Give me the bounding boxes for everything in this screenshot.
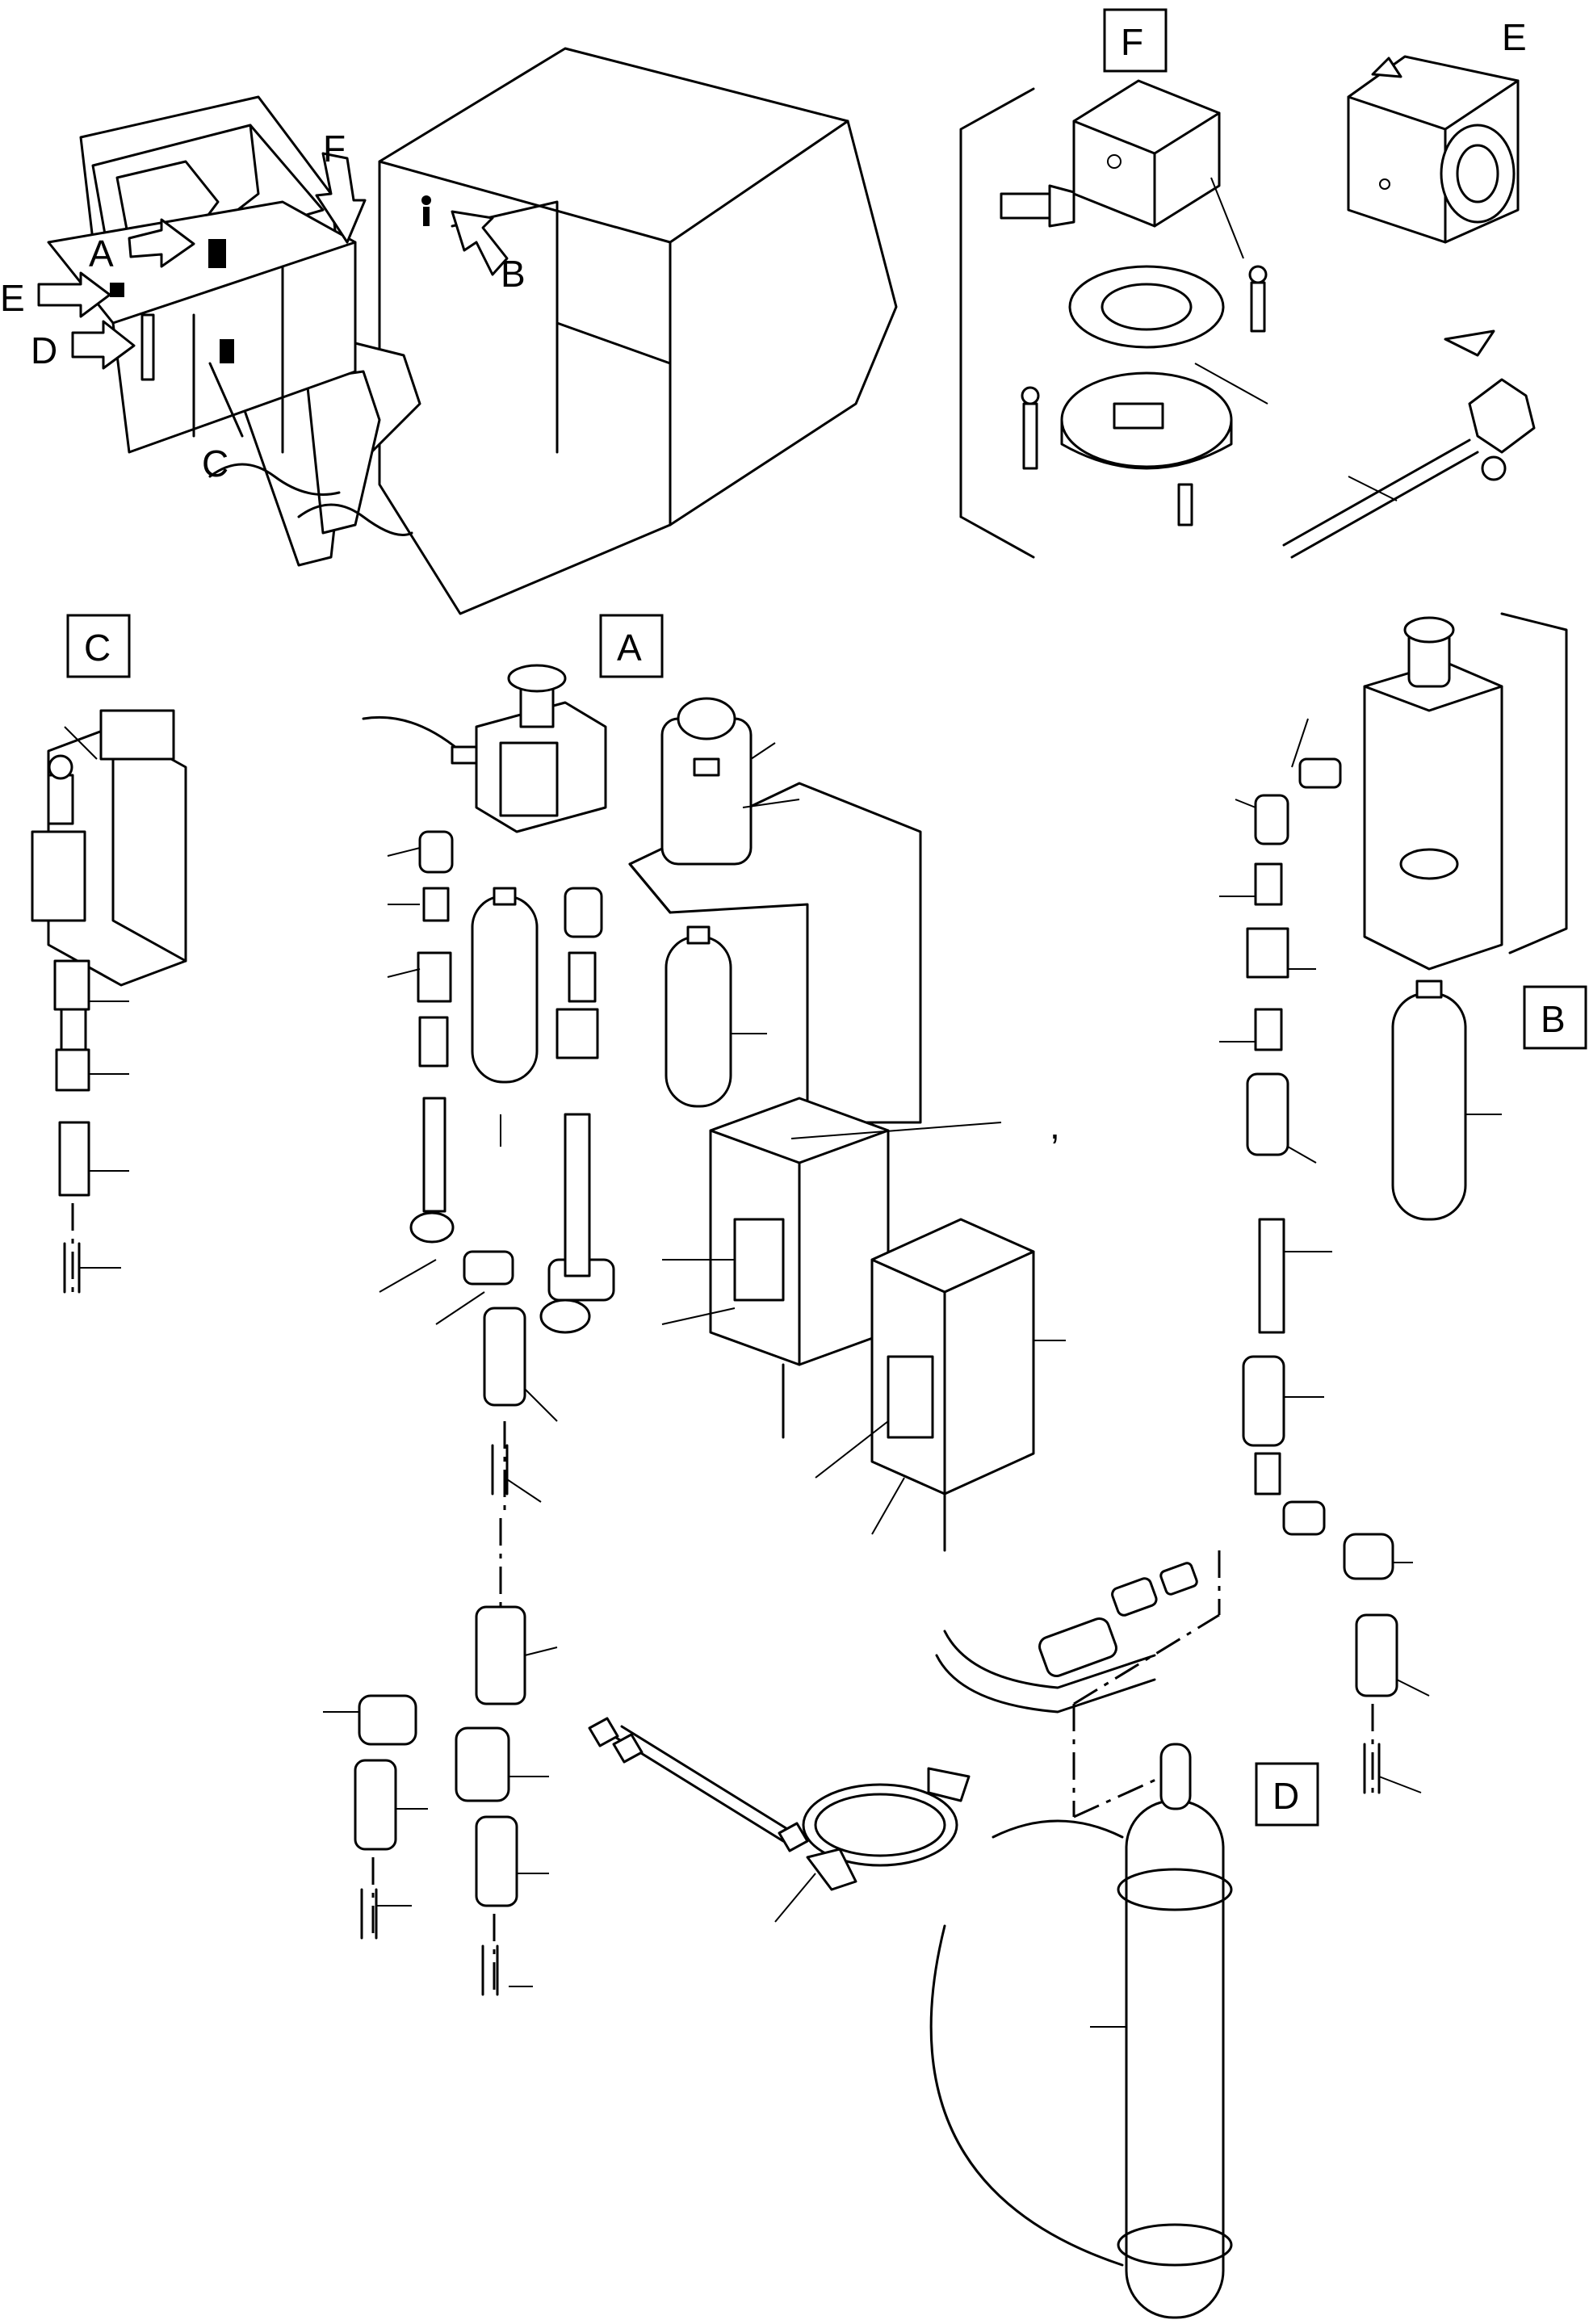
callout-box-d: D <box>1255 1762 1319 1827</box>
machine-label-e: E <box>0 277 25 319</box>
detail-a-assembly <box>323 664 922 1996</box>
callout-label-b: B <box>1541 998 1566 1040</box>
callout-box-b: B <box>1523 985 1587 1050</box>
callout-label-a: A <box>617 627 642 669</box>
arrow-a-icon <box>128 218 195 268</box>
arrow-b-icon <box>451 210 509 276</box>
detail-e-assembly <box>1347 55 1520 244</box>
machine-label-c: C <box>202 443 228 485</box>
person-icon <box>421 195 431 226</box>
detail-b-assembly <box>1219 612 1568 1794</box>
arrow-e-icon <box>37 271 111 318</box>
callout-box-f: F <box>1103 8 1168 73</box>
detail-d-assembly <box>588 1550 1233 2319</box>
detail-f-assembly <box>959 79 1536 559</box>
arrow-d-icon <box>71 320 136 370</box>
control-box-2 <box>815 1218 1066 1552</box>
machine-label-d: D <box>31 329 57 371</box>
callout-box-a: A <box>599 614 664 678</box>
control-box-1 <box>661 1097 1002 1439</box>
machine-label-b: B <box>501 253 526 295</box>
detail-c-assembly <box>31 709 187 1294</box>
machine-overview: A B C D E F <box>0 47 898 615</box>
machine-label-a: A <box>89 233 114 275</box>
callout-label-f: F <box>1121 21 1143 63</box>
callout-box-c: C <box>66 614 131 678</box>
callout-label-c: C <box>84 627 111 669</box>
machine-label-f: F <box>323 128 346 170</box>
callout-label-e: E <box>1502 16 1527 58</box>
callout-label-d: D <box>1272 1775 1299 1817</box>
arrow-f-icon <box>315 152 367 244</box>
stray-comma: , <box>1050 1105 1060 1147</box>
